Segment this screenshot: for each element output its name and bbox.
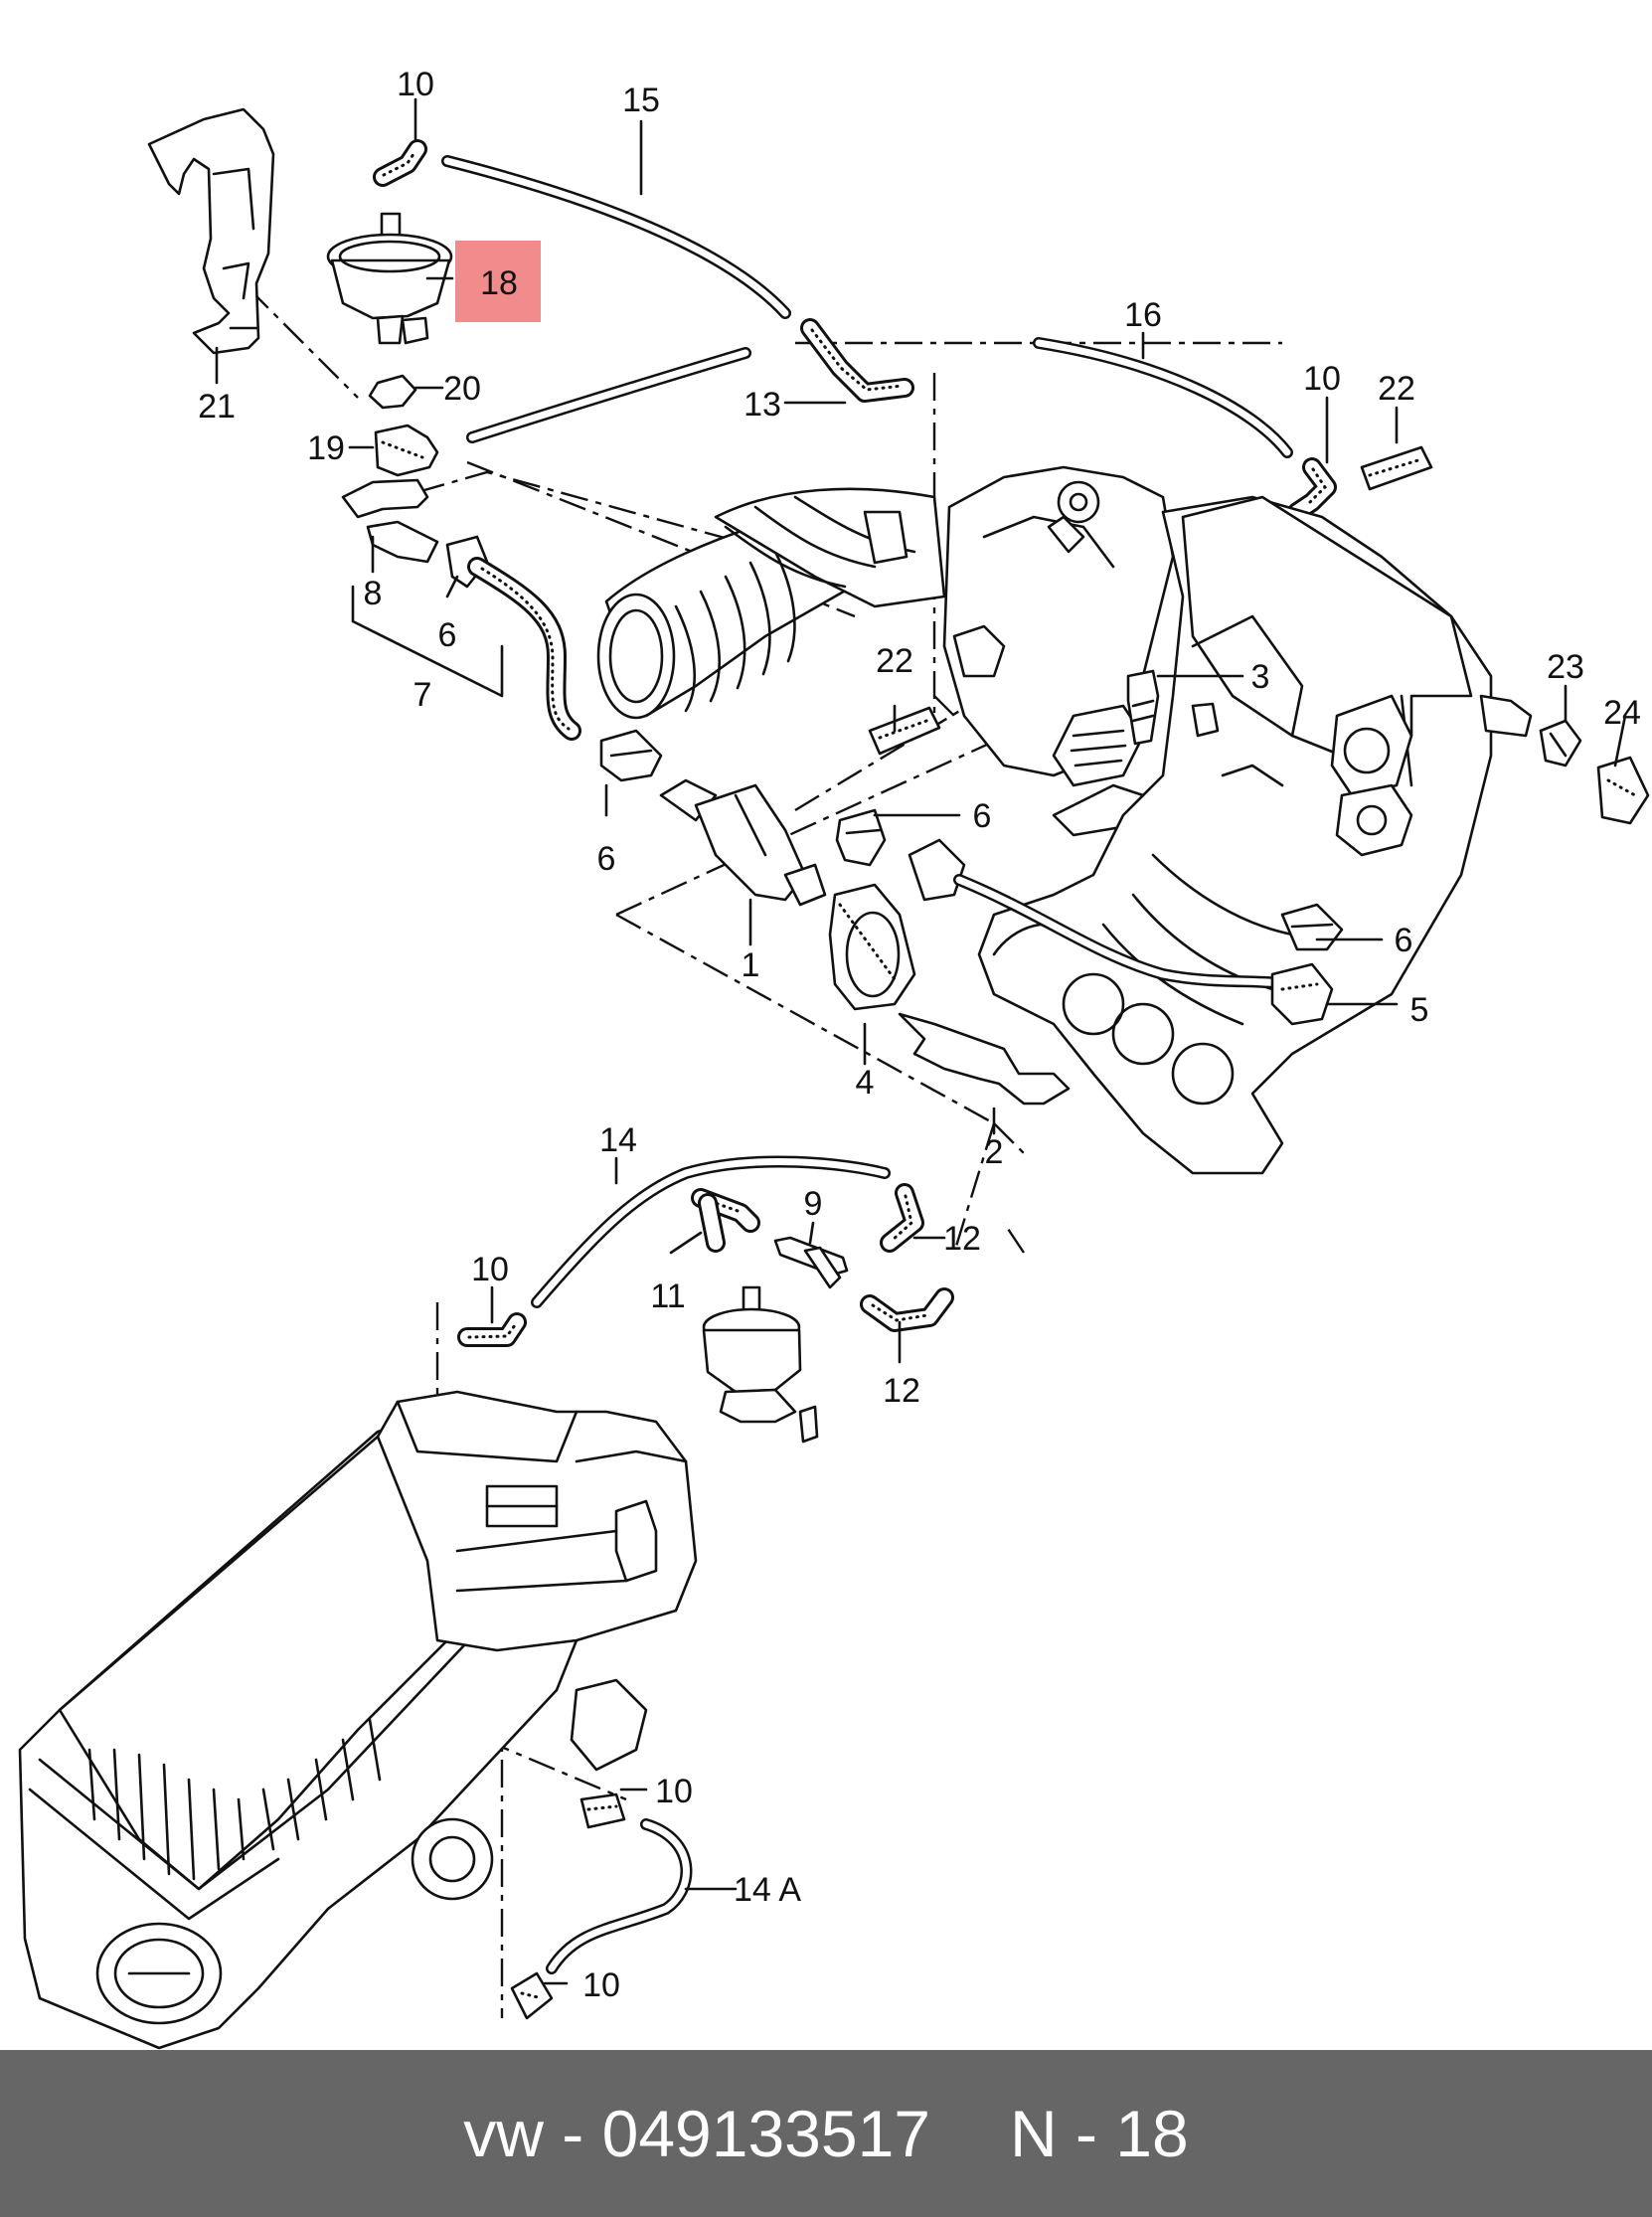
callout-10-middle: 10 [471,1251,509,1288]
callout-6-lower-left: 6 [597,840,616,878]
pipe-stub [1479,694,1533,738]
hose-part-12-lower [860,1287,954,1332]
callout-14a: 14 A [734,1871,801,1909]
small-parts-left [341,374,489,589]
parts-diagram: 10 15 18 20 19 21 13 16 10 22 8 6 7 22 3… [18,66,1650,2050]
callout-22-right: 22 [1378,370,1415,408]
cap-part-24 [1596,756,1650,825]
callout-2: 2 [985,1133,1004,1171]
callout-24: 24 [1603,694,1641,732]
callout-8: 8 [364,575,383,612]
callout-9: 9 [804,1185,823,1223]
intake-bellows [596,487,946,720]
callout-6-center: 6 [973,797,992,835]
footer-separator: - [562,2097,584,2170]
callout-labels: 10 15 18 20 19 21 13 16 10 22 8 6 7 22 3… [198,66,1641,2004]
air-flow-meter [376,1390,698,1652]
part-number: 049133517 [601,2097,930,2170]
sleeve-part-22-right [1360,445,1433,491]
highlight-box-18 [455,241,541,322]
hose-part-13 [800,318,914,403]
callout-6-right: 6 [1395,922,1413,959]
hose-part-10-middle [457,1312,527,1347]
callout-13: 13 [743,386,781,424]
pressure-regulator [702,1285,819,1444]
hose-part-5 [908,838,1334,1026]
callout-3: 3 [1251,658,1270,696]
bracket-part-21 [147,107,275,355]
hose-part-7 [351,557,581,741]
sleeve-part-10-bottom-lower [510,1971,554,2020]
pipe-part-16 [466,337,1293,458]
callout-16: 16 [1124,296,1162,334]
callout-10-bottom-upper: 10 [655,1773,693,1810]
leader-lines [215,97,1627,1985]
connector-part-9 [773,1236,849,1289]
valve-part-1 [659,778,827,907]
callout-18: 18 [480,264,518,302]
bolt-part-3 [1126,669,1220,746]
callout-12-upper: 12 [943,1220,981,1258]
hose-part-14a [546,1818,693,1974]
clamp-part-6-left [599,729,663,782]
callout-21: 21 [198,388,236,426]
callout-11: 11 [650,1278,685,1315]
hose-part-12-upper [880,1183,924,1253]
callout-12-lower: 12 [883,1372,920,1410]
hose-part-10-top [373,139,427,187]
gasket-part-4 [828,883,916,1011]
callout-4: 4 [856,1064,875,1102]
hose-part-10-right [1287,457,1337,522]
callout-14: 14 [599,1121,637,1159]
part-number-footer: vw - 049133517 N - 18 [0,2050,1652,2217]
callout-10-top: 10 [397,66,434,103]
callout-19: 19 [307,429,345,467]
callout-10-bottom-lower: 10 [582,1966,620,2004]
bracket-part-2 [898,1012,1071,1106]
throttle-body-manifold [942,465,1175,837]
brand-label: vw [463,2097,544,2170]
callout-23: 23 [1547,648,1584,686]
callout-7: 7 [413,676,432,714]
clamp-part-6-center [835,808,887,867]
pipe-part-14 [531,1155,891,1308]
callout-22-center: 22 [876,642,913,680]
vacuum-unit-part-18 [326,212,453,345]
callout-20: 20 [443,370,481,408]
sleeve-part-22-center [868,706,941,756]
callout-15: 15 [622,82,660,119]
callout-10-right: 10 [1303,360,1341,398]
hose-part-11 [691,1188,760,1253]
callout-5: 5 [1410,991,1429,1029]
sleeve-part-10-bottom-upper [579,1792,626,1829]
callout-1: 1 [742,946,760,984]
callout-6-left: 6 [438,616,457,654]
diagram-position: N - 18 [1009,2097,1189,2170]
pipe-part-15 [441,155,791,319]
clamp-part-23 [1539,719,1582,767]
